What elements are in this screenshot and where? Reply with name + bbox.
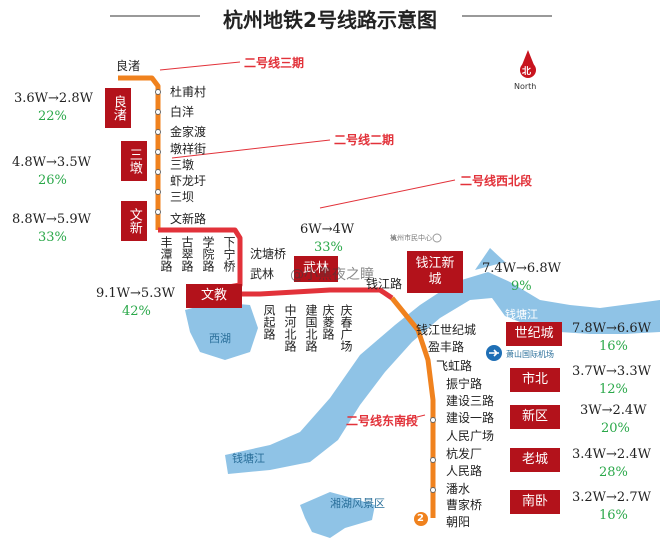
pct-wulin: 33% — [314, 240, 343, 255]
station-dufucun: 杜甫村 — [170, 85, 207, 99]
line2-southeast — [390, 296, 436, 518]
badge-sandun: 三墩 — [121, 141, 147, 181]
watermark: @小黑夜之瞳 — [290, 267, 374, 283]
badge-liangzhu: 良渚 — [105, 88, 131, 128]
callout-southeast — [404, 414, 426, 421]
station-zhenninglu: 振宁路 — [446, 377, 483, 391]
north-label: North — [514, 82, 537, 91]
badge-shiji: 世纪城 — [506, 322, 562, 346]
station-jianguobeilu: 建国北路 — [304, 304, 318, 352]
station-qinglinglu: 庆菱路 — [321, 304, 335, 340]
station-qianjianglu: 钱江路 — [366, 277, 403, 291]
north-arrow-icon — [520, 50, 536, 78]
station-qingchunguangchang: 庆春广场 — [339, 304, 353, 352]
station-yingfenglu: 盈丰路 — [428, 340, 465, 354]
station-wenxinlu: 文新路 — [170, 212, 207, 226]
station-jianshesanlu: 建设三路 — [446, 394, 495, 408]
pct-shiji: 16% — [599, 339, 628, 354]
north-char: 北 — [522, 67, 532, 77]
badge-wulin: 武林 — [294, 256, 338, 282]
pct-wenxin: 33% — [38, 230, 67, 245]
civic-center-dot — [392, 236, 396, 240]
badge-shibei: 市北 — [510, 368, 560, 392]
price-wenjiao: 9.1W→5.3W — [96, 286, 175, 301]
station-xueyuanlu: 学院路 — [201, 236, 215, 272]
station-dots — [155, 89, 436, 493]
station-shentangqiao: 沈塘桥 — [250, 247, 287, 261]
station-liangzhu: 良渚 — [116, 59, 141, 73]
civic-center-icon — [432, 233, 442, 243]
page-title: 杭州地铁2号线路示意图 — [223, 8, 437, 32]
station-jiansheyilu: 建设一路 — [446, 411, 495, 425]
price-sandun: 4.8W→3.5W — [12, 155, 91, 170]
badge-nanwo: 南卧 — [510, 490, 560, 514]
station-wulin: 武林 — [250, 267, 275, 281]
area-qiantangjiang-left: 钱塘江 — [232, 452, 265, 465]
line2-phase3 — [118, 75, 161, 230]
area-xihu: 西湖 — [209, 332, 231, 345]
station-qianjiangshijicheng: 钱江世纪城 — [416, 323, 477, 337]
pct-wenjiao: 42% — [122, 304, 151, 319]
line-number-icon — [414, 512, 428, 526]
station-fengqilu: 凤起路 — [262, 304, 276, 340]
station-sandun: 三墩 — [170, 158, 195, 172]
price-qianjiang: 7.4W→6.8W — [482, 261, 561, 276]
pct-xinqu: 20% — [601, 421, 630, 436]
section-phase2: 二号线二期 — [334, 133, 395, 147]
station-chaoyang: 朝阳 — [446, 515, 471, 529]
station-dunxiangjie: 墩祥街 — [170, 142, 207, 156]
area-civic-center: 杭州市民中心 — [390, 234, 432, 242]
pct-liangzhu: 22% — [38, 109, 67, 124]
station-feihonglu: 飞虹路 — [436, 359, 473, 373]
pct-qianjiang: 9% — [511, 279, 532, 294]
area-airport: 萧山国际机场 — [506, 350, 554, 359]
price-wenxin: 8.8W→5.9W — [12, 212, 91, 227]
badge-laocheng: 老城 — [510, 448, 560, 472]
section-southeast: 二号线东南段 — [346, 414, 419, 428]
area-qiantangjiang-right: 钱塘江 — [505, 308, 538, 321]
station-zhonghebeilu: 中河北路 — [283, 304, 297, 352]
price-liangzhu: 3.6W→2.8W — [14, 91, 93, 106]
section-phase3: 二号线三期 — [244, 56, 305, 70]
price-shibei: 3.7W→3.3W — [572, 364, 651, 379]
river-branch — [475, 248, 505, 270]
pct-shibei: 12% — [599, 382, 628, 397]
station-xianing: 下宁桥 — [222, 236, 236, 272]
badge-xinqu: 新区 — [510, 405, 560, 429]
station-xialongyu: 虾龙圩 — [170, 174, 207, 188]
pct-nanwo: 16% — [599, 508, 628, 523]
badge-wenjiao: 文教 — [186, 284, 242, 308]
callout-phase2 — [171, 139, 331, 159]
price-shiji: 7.8W→6.6W — [572, 321, 651, 336]
station-caojiaqiao: 曹家桥 — [446, 498, 483, 512]
price-xinqu: 3W→2.4W — [580, 403, 647, 418]
station-baiyang: 白洋 — [170, 105, 195, 119]
callout-northwest — [319, 179, 456, 209]
station-sanba: 三坝 — [170, 190, 195, 204]
price-nanwo: 3.2W→2.7W — [572, 490, 651, 505]
line-number: 2 — [417, 513, 424, 524]
badge-wenxin: 文新 — [121, 201, 147, 241]
pct-sandun: 26% — [38, 173, 67, 188]
station-renminlu: 人民路 — [446, 464, 483, 478]
badge-qianjiang: 钱江新城 — [407, 251, 463, 293]
airplane-icon — [486, 345, 502, 361]
station-gucuilu: 古翠路 — [180, 236, 194, 272]
station-renminguangchang: 人民广场 — [446, 429, 495, 443]
station-jinjiadu: 金家渡 — [170, 125, 207, 139]
price-laocheng: 3.4W→2.4W — [572, 447, 651, 462]
xianghu-lake — [300, 492, 375, 538]
station-hangfa: 杭发厂 — [446, 447, 483, 461]
station-fengtanlu: 丰潭路 — [159, 236, 173, 272]
price-wulin: 6W→4W — [300, 222, 355, 237]
pct-laocheng: 28% — [599, 465, 628, 480]
station-panshui: 潘水 — [446, 482, 471, 496]
area-xianghu: 湘湖风景区 — [330, 497, 385, 510]
west-lake — [185, 302, 258, 360]
section-northwest: 二号线西北段 — [460, 174, 533, 188]
callout-phase3 — [159, 61, 241, 71]
